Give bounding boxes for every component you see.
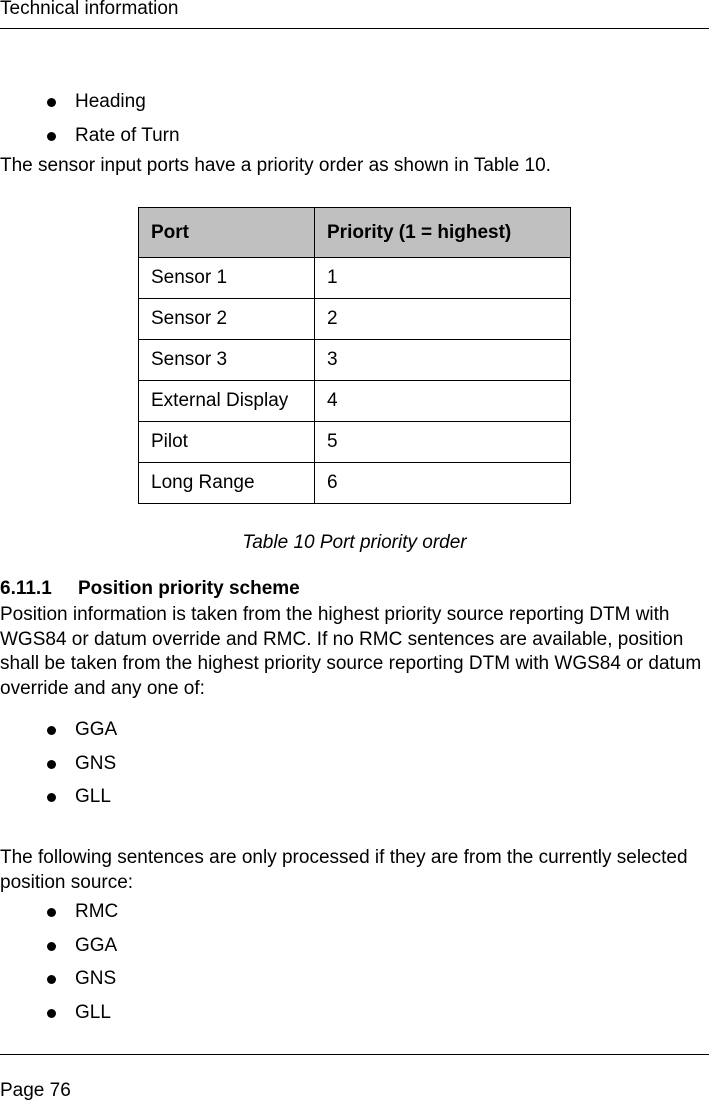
bullet-icon bbox=[47, 908, 56, 917]
table-caption: Table 10 Port priority order bbox=[242, 532, 467, 553]
table-header-row: Port Priority (1 = highest) bbox=[138, 207, 571, 258]
priority-cell: 2 bbox=[314, 298, 571, 340]
footer-divider bbox=[0, 1054, 709, 1055]
page-number: Page 76 bbox=[0, 1080, 71, 1101]
port-cell: Long Range bbox=[138, 462, 315, 504]
list-item: GLL bbox=[0, 1001, 118, 1035]
port-cell: Pilot bbox=[138, 421, 315, 463]
port-cell: External Display bbox=[138, 380, 315, 422]
port-cell: Sensor 1 bbox=[138, 257, 315, 299]
list-item: GGA bbox=[0, 934, 118, 968]
header-divider bbox=[0, 28, 709, 29]
section-paragraph-2: The following sentences are only process… bbox=[0, 847, 688, 893]
bullet-icon bbox=[47, 941, 56, 951]
section-heading: 6.11.1 Position priority scheme bbox=[0, 577, 300, 601]
port-cell: Sensor 3 bbox=[138, 339, 315, 381]
list-item: GGA bbox=[0, 718, 117, 752]
port-cell: Sensor 2 bbox=[138, 298, 315, 340]
bullet-icon bbox=[47, 1008, 56, 1018]
bullet-icon bbox=[47, 131, 56, 141]
list-item: GNS bbox=[0, 967, 118, 1001]
list-item: Heading bbox=[0, 90, 180, 124]
list-item: Rate of Turn bbox=[0, 124, 180, 158]
priority-cell: 1 bbox=[314, 257, 571, 299]
section-paragraph-1: Position information is taken from the h… bbox=[0, 604, 702, 699]
section-title: Position priority scheme bbox=[78, 578, 300, 599]
list-item: GNS bbox=[0, 752, 117, 786]
intro-paragraph: The sensor input ports have a priority o… bbox=[0, 155, 551, 176]
sentence-list-1: GGA GNS GLL bbox=[0, 718, 117, 819]
bullet-icon bbox=[47, 726, 56, 735]
bullet-icon bbox=[47, 759, 56, 769]
bullet-icon bbox=[47, 793, 56, 802]
bullet-icon bbox=[47, 975, 56, 984]
running-header: Technical information bbox=[0, 0, 179, 19]
sentence-list-2: RMC GGA GNS GLL bbox=[0, 900, 118, 1034]
priority-cell: 5 bbox=[314, 421, 571, 463]
priority-cell: 6 bbox=[314, 462, 571, 504]
list-item: RMC bbox=[0, 900, 118, 934]
intro-bullet-list: Heading Rate of Turn bbox=[0, 90, 180, 157]
column-header-port: Port bbox=[138, 207, 315, 258]
column-header-priority: Priority (1 = highest) bbox=[314, 207, 571, 258]
priority-cell: 4 bbox=[314, 380, 571, 422]
list-item: GLL bbox=[0, 785, 117, 819]
section-number: 6.11.1 bbox=[0, 578, 52, 599]
priority-cell: 3 bbox=[314, 339, 571, 381]
bullet-icon bbox=[47, 98, 56, 107]
